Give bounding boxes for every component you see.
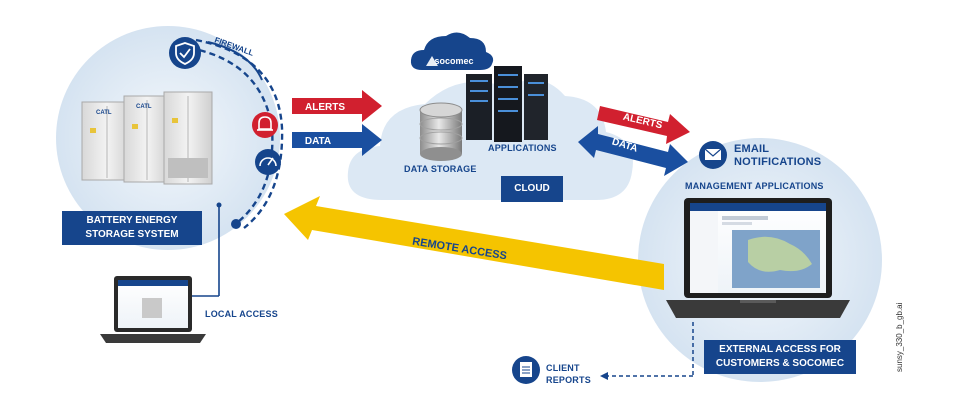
- email-label-line2: NOTIFICATIONS: [734, 156, 822, 168]
- alerts-left-label: ALERTS: [305, 102, 345, 113]
- email-label-line1: EMAIL: [734, 143, 770, 155]
- alerts-arrow-right: [597, 106, 690, 144]
- battery-cabinets: [81, 91, 213, 185]
- external-access-line1: EXTERNAL ACCESS FOR: [719, 344, 841, 355]
- cloud-badge: CLOUD: [501, 176, 563, 202]
- client-reports-line1: CLIENT: [546, 363, 580, 373]
- external-access-line2: CUSTOMERS & SOCOMEC: [715, 358, 845, 369]
- database-icon: [419, 102, 463, 161]
- server-rack-icon: [466, 66, 548, 142]
- applications-label: APPLICATIONS: [488, 143, 557, 153]
- email-notifications-label: EMAIL NOTIFICATIONS: [734, 143, 821, 169]
- data-left-label: DATA: [305, 136, 331, 147]
- data-arrow-right: [578, 126, 688, 176]
- speedometer-icon: [255, 149, 281, 175]
- management-laptop: [666, 198, 850, 318]
- local-access-label: LOCAL ACCESS: [205, 309, 278, 319]
- alarm-bell-icon: [252, 112, 278, 138]
- local-laptop: [100, 276, 206, 343]
- bess-label-line2: STORAGE SYSTEM: [85, 229, 179, 240]
- alerts-arrow-left: [292, 90, 382, 122]
- socomec-brand: socomec: [434, 56, 473, 66]
- bess-label-line1: BATTERY ENERGY: [86, 215, 178, 226]
- doc-code: sunsy_330_b_gb.ai: [895, 302, 904, 372]
- cabinet-brand-1: CATL: [96, 110, 112, 116]
- firewall-connector-dot: [231, 219, 241, 229]
- local-access-connector: [192, 205, 220, 297]
- remote-access-arrow: [284, 196, 664, 290]
- management-applications-label: MANAGEMENT APPLICATIONS: [685, 181, 824, 191]
- data-storage-label: DATA STORAGE: [404, 164, 477, 174]
- cabinet-brand-2: CATL: [136, 104, 152, 110]
- data-arrow-left: [292, 124, 382, 156]
- socomec-cloud-badge: [410, 32, 494, 70]
- client-reports-label: CLIENT REPORTS: [546, 362, 591, 386]
- bess-label-box: BATTERY ENERGY STORAGE SYSTEM: [62, 211, 202, 245]
- external-access-box: EXTERNAL ACCESS FOR CUSTOMERS & SOCOMEC: [704, 340, 856, 374]
- client-reports-connector: [606, 322, 694, 377]
- client-reports-line2: REPORTS: [546, 375, 591, 385]
- firewall-arc-solid: [207, 41, 263, 81]
- cloud-label: CLOUD: [514, 183, 550, 194]
